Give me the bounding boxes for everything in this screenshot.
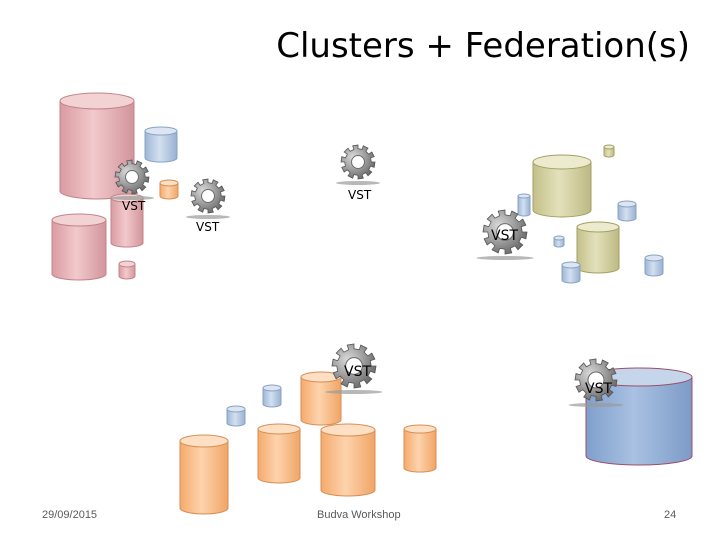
gear-icon: VST: [568, 358, 624, 407]
cylinder-blue-small: [144, 126, 178, 163]
cylinder-pink-tall: [51, 213, 107, 281]
cylinder-pink-small: [159, 179, 179, 200]
cylinder-olive-medium: [576, 221, 620, 274]
cylinder-blue-olive-1: [517, 193, 531, 217]
cylinder-orange-right: [403, 424, 437, 473]
gear-icon: VST: [476, 209, 534, 260]
footer-date: 29/09/2015: [42, 509, 98, 521]
cylinder-pink-tiny: [118, 260, 136, 280]
slide-title: Clusters + Federation(s): [276, 26, 690, 66]
cylinder-orange-center: [300, 371, 342, 426]
cylinder-blue-orange-2: [262, 384, 282, 408]
cylinder-olive-tiny: [603, 144, 615, 158]
cylinder-orange-large: [179, 434, 229, 515]
cylinder-olive-large: [532, 154, 592, 218]
gear-label: VST: [344, 364, 371, 380]
gear-icon: VST: [325, 343, 383, 394]
gear-label: VST: [348, 188, 372, 202]
cylinder-orange-medium: [257, 423, 301, 484]
gear-label: VST: [491, 228, 518, 244]
cylinder-blue-olive-4: [561, 261, 581, 284]
cylinder-blue-olive-5: [644, 254, 664, 277]
gear-icon: VST: [109, 159, 155, 213]
gear-label: VST: [585, 381, 612, 397]
cylinder-blue-olive-3: [553, 235, 565, 248]
gear-icon: VST: [185, 178, 231, 234]
gear-label: VST: [196, 220, 220, 234]
cylinder-blue-orange-1: [226, 405, 246, 427]
cylinder-blue-olive-2: [617, 200, 637, 222]
footer-center: Budva Workshop: [317, 509, 401, 521]
cylinder-orange-wide: [320, 423, 376, 497]
gear-icon: VST: [335, 144, 381, 202]
gear-label: VST: [122, 199, 146, 213]
footer-page-number: 24: [664, 509, 677, 521]
